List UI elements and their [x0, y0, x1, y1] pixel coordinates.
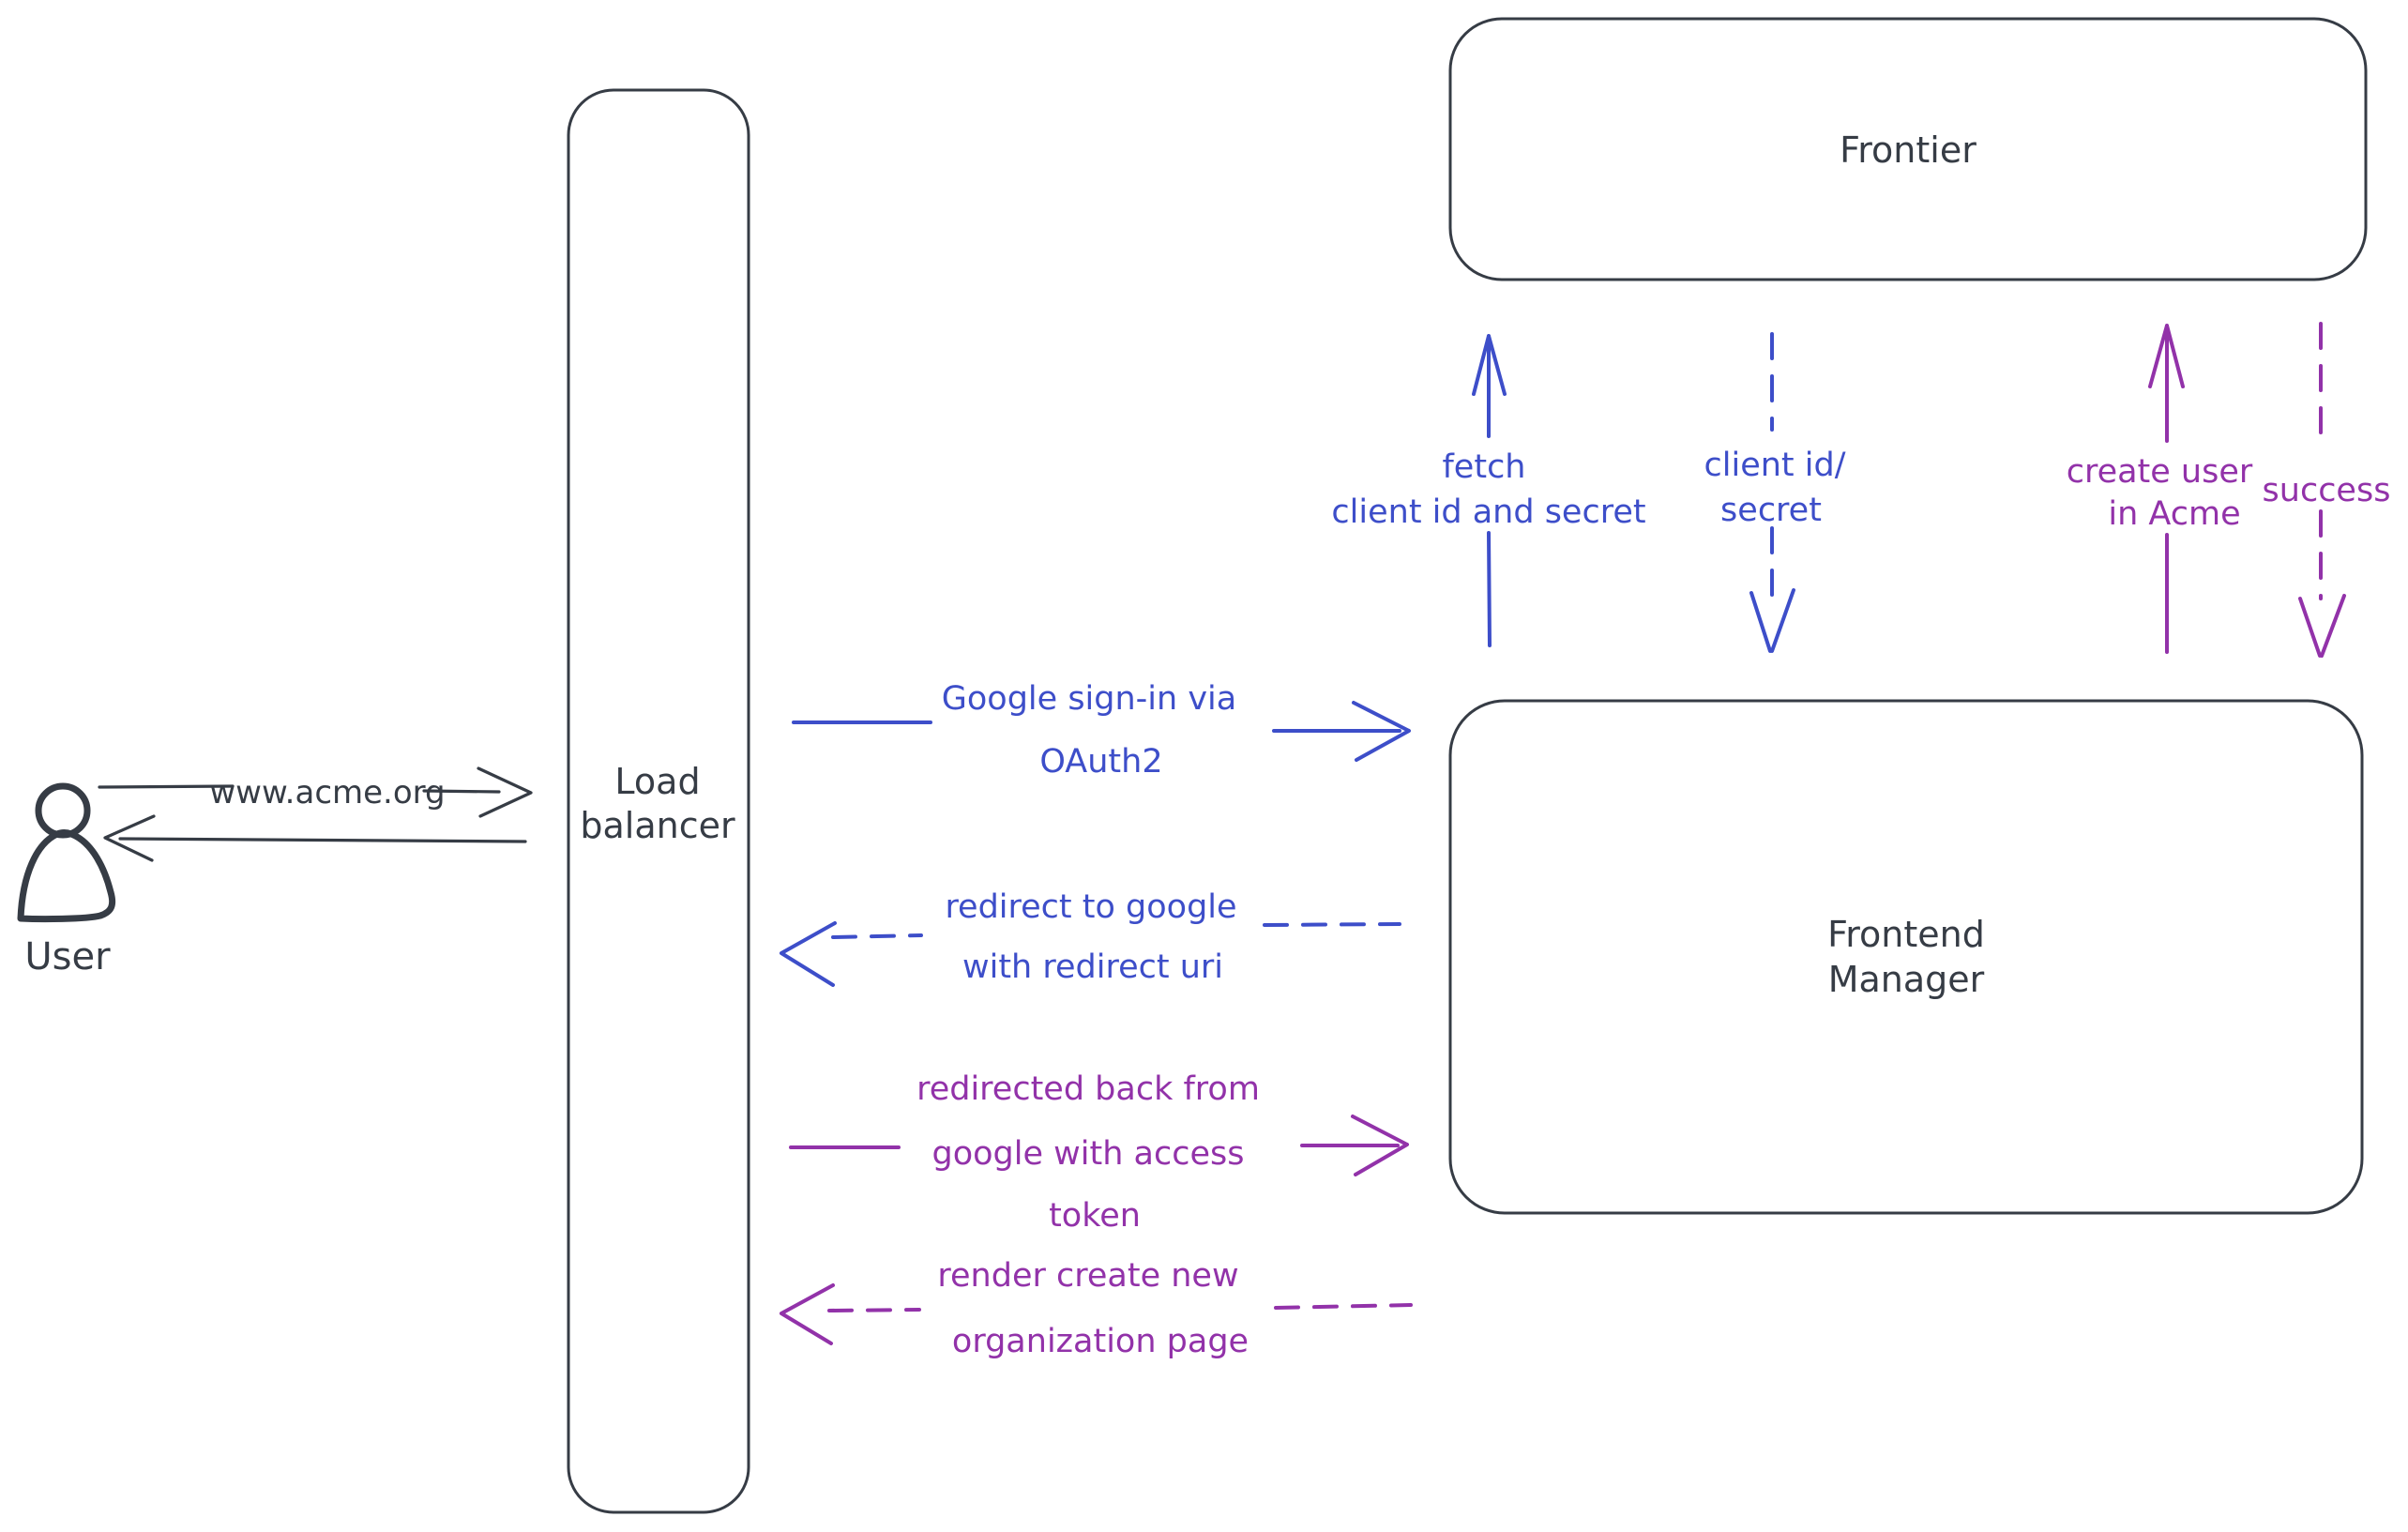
arrow-create-user: [2148, 324, 2185, 654]
redirect-to-google-label-line2: with redirect uri: [962, 948, 1223, 986]
arrow-shaft: [831, 922, 1401, 939]
arrowhead-down-icon: [2298, 594, 2346, 658]
arrow-success: [2298, 322, 2346, 658]
client-id-secret-label-line2: secret: [1720, 492, 1822, 529]
arrow-response-to-user: [103, 814, 527, 862]
arrowhead-right-icon: [477, 766, 533, 818]
arrowhead-right-icon: [1351, 1115, 1409, 1176]
arrow-redirect-to-google: [780, 921, 1401, 987]
create-user-label-line2: in Acme: [2108, 495, 2240, 533]
fetch-client-secret-label-line1: fetch: [1442, 448, 1525, 486]
arrow-redirected-back: [789, 1115, 1409, 1176]
render-org-page-label-line1: render create new: [937, 1257, 1238, 1295]
arrowhead-up-icon: [1472, 334, 1507, 396]
success-label: success: [2263, 472, 2391, 509]
frontend-manager-label-line1: Frontend: [1827, 914, 1985, 955]
arrowhead-left-icon: [780, 921, 837, 987]
arrow-www-acme: [98, 766, 533, 818]
arrowhead-left-icon: [103, 814, 156, 862]
load-balancer-label-line2: balancer: [580, 805, 735, 846]
arrowhead-down-icon: [1749, 588, 1795, 653]
redirected-back-label-line3: token: [1049, 1197, 1141, 1235]
arrow-shaft: [1487, 338, 1492, 647]
arrow-google-signin: [792, 701, 1411, 762]
frontier-label: Frontier: [1840, 129, 1976, 171]
arrow-shaft: [827, 1303, 1413, 1312]
google-signin-label-line2: OAuth2: [1039, 743, 1162, 781]
load-balancer-box: [567, 88, 750, 1514]
render-org-page-label-line2: organization page: [952, 1323, 1249, 1360]
arrow-shaft: [789, 1144, 1400, 1149]
www-acme-label: www.acme.org: [209, 774, 445, 812]
load-balancer-label-line1: Load: [614, 761, 700, 802]
frontend-manager-box: [1448, 699, 2364, 1215]
client-id-secret-label-line1: client id/: [1704, 447, 1846, 484]
user-icon: [17, 782, 116, 923]
redirected-back-label-line1: redirected back from: [916, 1070, 1260, 1108]
user-head: [35, 782, 91, 839]
user-label: User: [24, 935, 111, 978]
user-body: [17, 829, 116, 923]
redirect-to-google-label-line1: redirect to google: [945, 888, 1236, 926]
frontend-manager-label-line2: Manager: [1828, 959, 1985, 1000]
frontier-box: [1448, 17, 2368, 281]
fetch-client-secret-label-line2: client id and secret: [1331, 493, 1645, 531]
create-user-label-line1: create user: [2067, 453, 2253, 491]
arrow-shaft: [118, 837, 527, 843]
redirected-back-label-line2: google with access: [932, 1135, 1245, 1173]
arrow-shaft: [98, 784, 501, 794]
arrow-client-id-secret: [1749, 332, 1795, 653]
arrow-fetch-client-secret: [1472, 334, 1507, 647]
google-signin-label-line1: Google sign-in via: [942, 680, 1236, 718]
arrowhead-right-icon: [1352, 701, 1411, 762]
arrowhead-up-icon: [2148, 324, 2185, 388]
arrow-shaft: [792, 720, 1401, 733]
arrow-render-org-page: [780, 1283, 1413, 1345]
arrowhead-left-icon: [780, 1283, 835, 1345]
